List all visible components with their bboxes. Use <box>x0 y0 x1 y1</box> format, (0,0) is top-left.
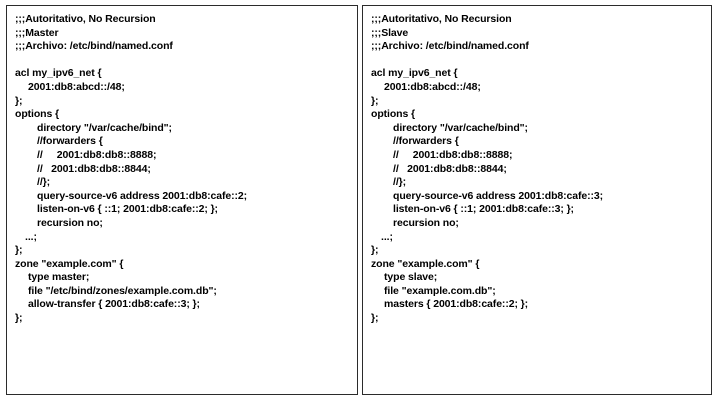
code-line: recursion no; <box>393 216 459 229</box>
code-line: zone "example.com" { <box>371 257 480 270</box>
code-line: options { <box>371 108 416 121</box>
code-line: recursion no; <box>37 216 103 229</box>
code-line: file "/etc/bind/zones/example.com.db"; <box>28 284 217 297</box>
code-line: ;;;Master <box>15 26 59 39</box>
code-line: type master; <box>28 271 90 284</box>
code-line: }; <box>15 312 23 325</box>
code-line: listen-on-v6 { ::1; 2001:db8:cafe::3; }; <box>393 203 574 216</box>
config-panel-master: ;;;Autoritativo, No Recursion;;;Master;;… <box>6 5 358 395</box>
code-line: directory "/var/cache/bind"; <box>393 121 528 134</box>
code-line: ...; <box>25 230 37 243</box>
code-line: //forwarders { <box>393 135 459 148</box>
config-panel-slave: ;;;Autoritativo, No Recursion;;;Slave;;;… <box>362 5 712 395</box>
code-line: ...; <box>381 230 393 243</box>
code-line: }; <box>15 244 23 257</box>
code-line: type slave; <box>384 271 438 284</box>
code-line: acl my_ipv6_net { <box>371 67 458 80</box>
code-line: 2001:db8:abcd::/48; <box>384 80 481 93</box>
code-line: acl my_ipv6_net { <box>15 67 102 80</box>
code-line: 2001:db8:abcd::/48; <box>28 80 125 93</box>
code-line: //}; <box>37 176 51 189</box>
code-line: //}; <box>393 176 407 189</box>
code-block-master: ;;;Autoritativo, No Recursion;;;Master;;… <box>7 6 357 326</box>
code-line-blank <box>363 54 711 68</box>
code-line: ;;;Slave <box>371 26 409 39</box>
code-line: //forwarders { <box>37 135 103 148</box>
code-line: zone "example.com" { <box>15 257 124 270</box>
code-line: directory "/var/cache/bind"; <box>37 121 172 134</box>
code-line: }; <box>371 244 379 257</box>
code-line: masters { 2001:db8:cafe::2; }; <box>384 298 529 311</box>
code-line: query-source-v6 address 2001:db8:cafe::3… <box>393 189 604 202</box>
code-line: // 2001:db8:db8::8888; <box>37 148 157 161</box>
code-block-slave: ;;;Autoritativo, No Recursion;;;Slave;;;… <box>363 6 711 326</box>
code-line: // 2001:db8:db8::8888; <box>393 148 513 161</box>
code-line: listen-on-v6 { ::1; 2001:db8:cafe::2; }; <box>37 203 218 216</box>
code-line: allow-transfer { 2001:db8:cafe::3; }; <box>28 298 200 311</box>
code-line: }; <box>15 94 23 107</box>
code-line: file "example.com.db"; <box>384 284 496 297</box>
code-line: ;;;Autoritativo, No Recursion <box>15 13 156 25</box>
code-line: query-source-v6 address 2001:db8:cafe::2… <box>37 189 248 202</box>
code-line: options { <box>15 108 60 121</box>
code-line: }; <box>371 94 379 107</box>
code-line-blank <box>7 54 357 68</box>
code-line: ;;;Autoritativo, No Recursion <box>371 13 512 25</box>
code-line: }; <box>371 312 379 325</box>
code-line: ;;;Archivo: /etc/bind/named.conf <box>15 40 173 53</box>
code-line: // 2001:db8:db8::8844; <box>393 162 507 175</box>
code-line: ;;;Archivo: /etc/bind/named.conf <box>371 40 529 53</box>
code-line: // 2001:db8:db8::8844; <box>37 162 151 175</box>
